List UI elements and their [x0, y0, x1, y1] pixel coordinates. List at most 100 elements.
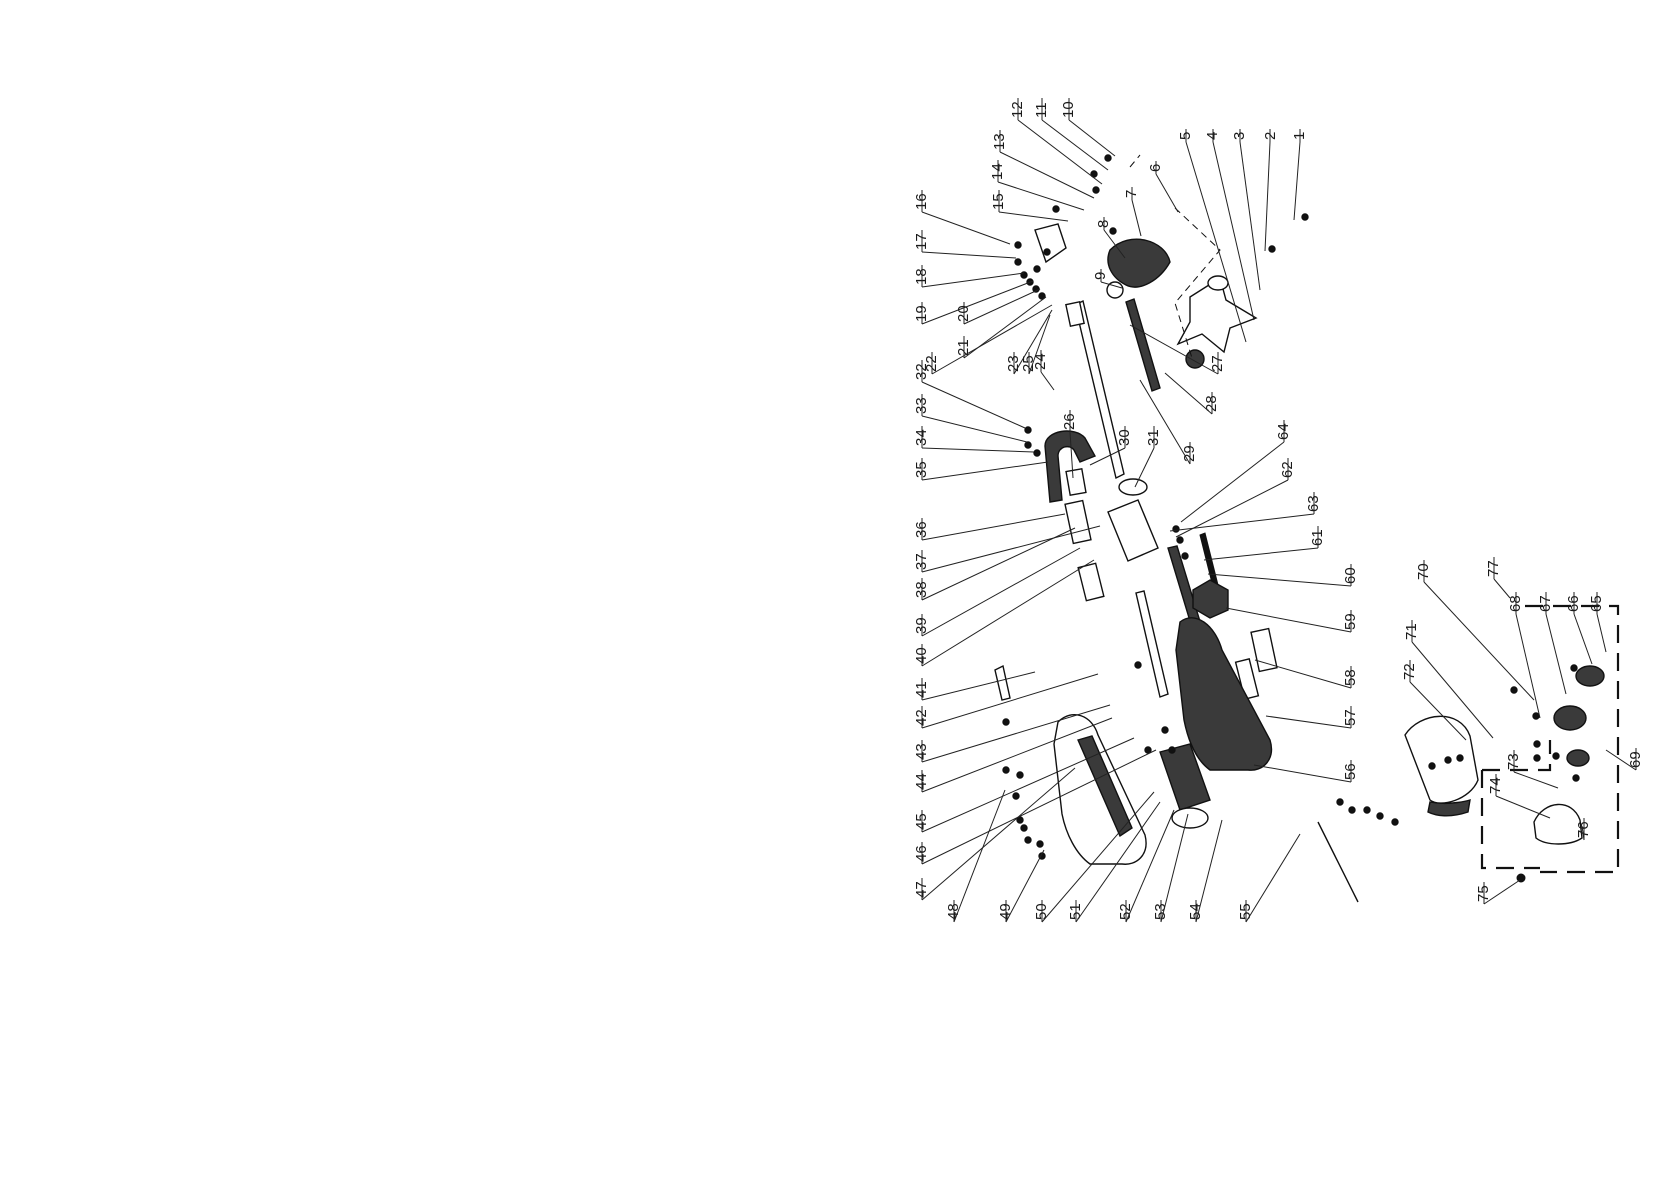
leader-line: [921, 767, 1076, 901]
fastener: [1052, 205, 1060, 213]
fastener: [1570, 664, 1578, 672]
spacer-sleeve: [1065, 467, 1087, 497]
callout-22: 22: [923, 304, 1053, 375]
fastener: [1510, 686, 1518, 694]
callout-72: 72: [1401, 660, 1467, 741]
fastener: [1014, 241, 1022, 249]
lower-shaft-tube: [1135, 590, 1169, 698]
leader-line: [1100, 281, 1123, 289]
fastener: [1391, 818, 1399, 826]
leader-line: [921, 559, 1095, 667]
leader-line: [1129, 324, 1219, 375]
leader-line: [921, 547, 1081, 637]
leader-line: [1411, 641, 1494, 739]
fastener: [1301, 213, 1309, 221]
callout-35: 35: [913, 458, 1049, 481]
leader-line: [1265, 715, 1352, 729]
callout-54: 54: [1187, 819, 1223, 923]
leader-line: [1075, 801, 1161, 923]
callout-28: 28: [1164, 372, 1220, 415]
callout-31: 31: [1134, 426, 1162, 488]
leader-line: [921, 513, 1066, 541]
callout-56: 56: [1253, 760, 1359, 783]
callout-50: 50: [1033, 791, 1155, 923]
handle-bar: [994, 664, 1011, 701]
callout-4: 4: [1204, 129, 1255, 321]
callout-53: 53: [1152, 813, 1189, 923]
leader-line: [1175, 479, 1289, 538]
leader-line: [963, 288, 1041, 325]
loop-handle: [1044, 430, 1096, 503]
leader-line: [921, 525, 1101, 573]
leader-line: [1493, 578, 1511, 599]
callout-62: 62: [1175, 458, 1296, 538]
callout-63: 63: [1169, 492, 1322, 532]
callout-60: 60: [1207, 564, 1359, 587]
fastener: [1043, 248, 1051, 256]
clamp-cap: [1118, 478, 1148, 496]
callout-8: 8: [1095, 217, 1126, 259]
coupling-sleeve: [1065, 300, 1085, 328]
leader-line: [921, 447, 1035, 453]
callout-13: 13: [991, 130, 1095, 199]
leader-line: [997, 181, 1085, 211]
leader-line: [1245, 833, 1301, 923]
blade-washer: [1207, 275, 1229, 291]
callout-27: 27: [1129, 324, 1226, 375]
callout-48: 48: [945, 789, 1006, 923]
leader-line: [921, 415, 1028, 443]
callout-44: 44: [913, 717, 1113, 793]
callout-24: 24: [1032, 350, 1055, 391]
callout-42: 42: [913, 673, 1099, 729]
fastener: [1002, 766, 1010, 774]
fastener: [1020, 271, 1028, 279]
callout-33: 33: [913, 394, 1028, 443]
leader-line: [921, 704, 1111, 763]
blade-nut: [1185, 349, 1205, 369]
fastener: [1533, 740, 1541, 748]
fastener: [1038, 292, 1046, 300]
leader-line: [921, 671, 1036, 701]
callout-34: 34: [913, 426, 1035, 453]
fastener: [1444, 756, 1452, 764]
leader-line: [1581, 825, 1585, 841]
shaft-clamp-housing: [1107, 499, 1159, 562]
leader-line: [1169, 513, 1315, 532]
fastener: [1572, 774, 1580, 782]
leader-line: [1041, 119, 1109, 171]
shaft-bushing: [1064, 499, 1092, 545]
callout-6: 6: [1147, 161, 1179, 213]
leader-line: [1013, 309, 1053, 375]
leader-line: [1254, 659, 1352, 689]
leader-line: [1164, 372, 1213, 415]
callout-36: 36: [913, 513, 1066, 541]
leader-line: [1068, 119, 1116, 157]
leader-line: [1017, 119, 1103, 185]
callout-71: 71: [1403, 620, 1494, 739]
callout-38: 38: [913, 527, 1076, 601]
guard-rim: [1427, 799, 1471, 817]
housing-vent-panel: [1077, 735, 1133, 838]
leader-line: [999, 151, 1095, 199]
fastener: [1336, 798, 1344, 806]
fastener: [1533, 754, 1541, 762]
leader-line: [1103, 229, 1126, 259]
leader-line: [1069, 431, 1074, 479]
grip-sleeve: [1077, 562, 1105, 602]
callout-69: 69: [1605, 748, 1644, 771]
callout-1: 1: [1291, 129, 1308, 221]
callout-9: 9: [1092, 269, 1123, 289]
callout-10: 10: [1060, 98, 1116, 157]
leader-line: [1483, 879, 1521, 905]
callout-74: 74: [1487, 774, 1551, 819]
fastener: [1024, 441, 1032, 449]
callout-32: 32: [913, 360, 1026, 429]
fastener: [1363, 806, 1371, 814]
callout-68: 68: [1507, 592, 1541, 719]
callout-15: 15: [990, 190, 1069, 222]
leader-line: [1160, 813, 1189, 923]
callout-25: 25: [1020, 314, 1051, 375]
callout-11: 11: [1033, 98, 1109, 171]
fastener: [1036, 840, 1044, 848]
leader-line: [1264, 141, 1271, 252]
